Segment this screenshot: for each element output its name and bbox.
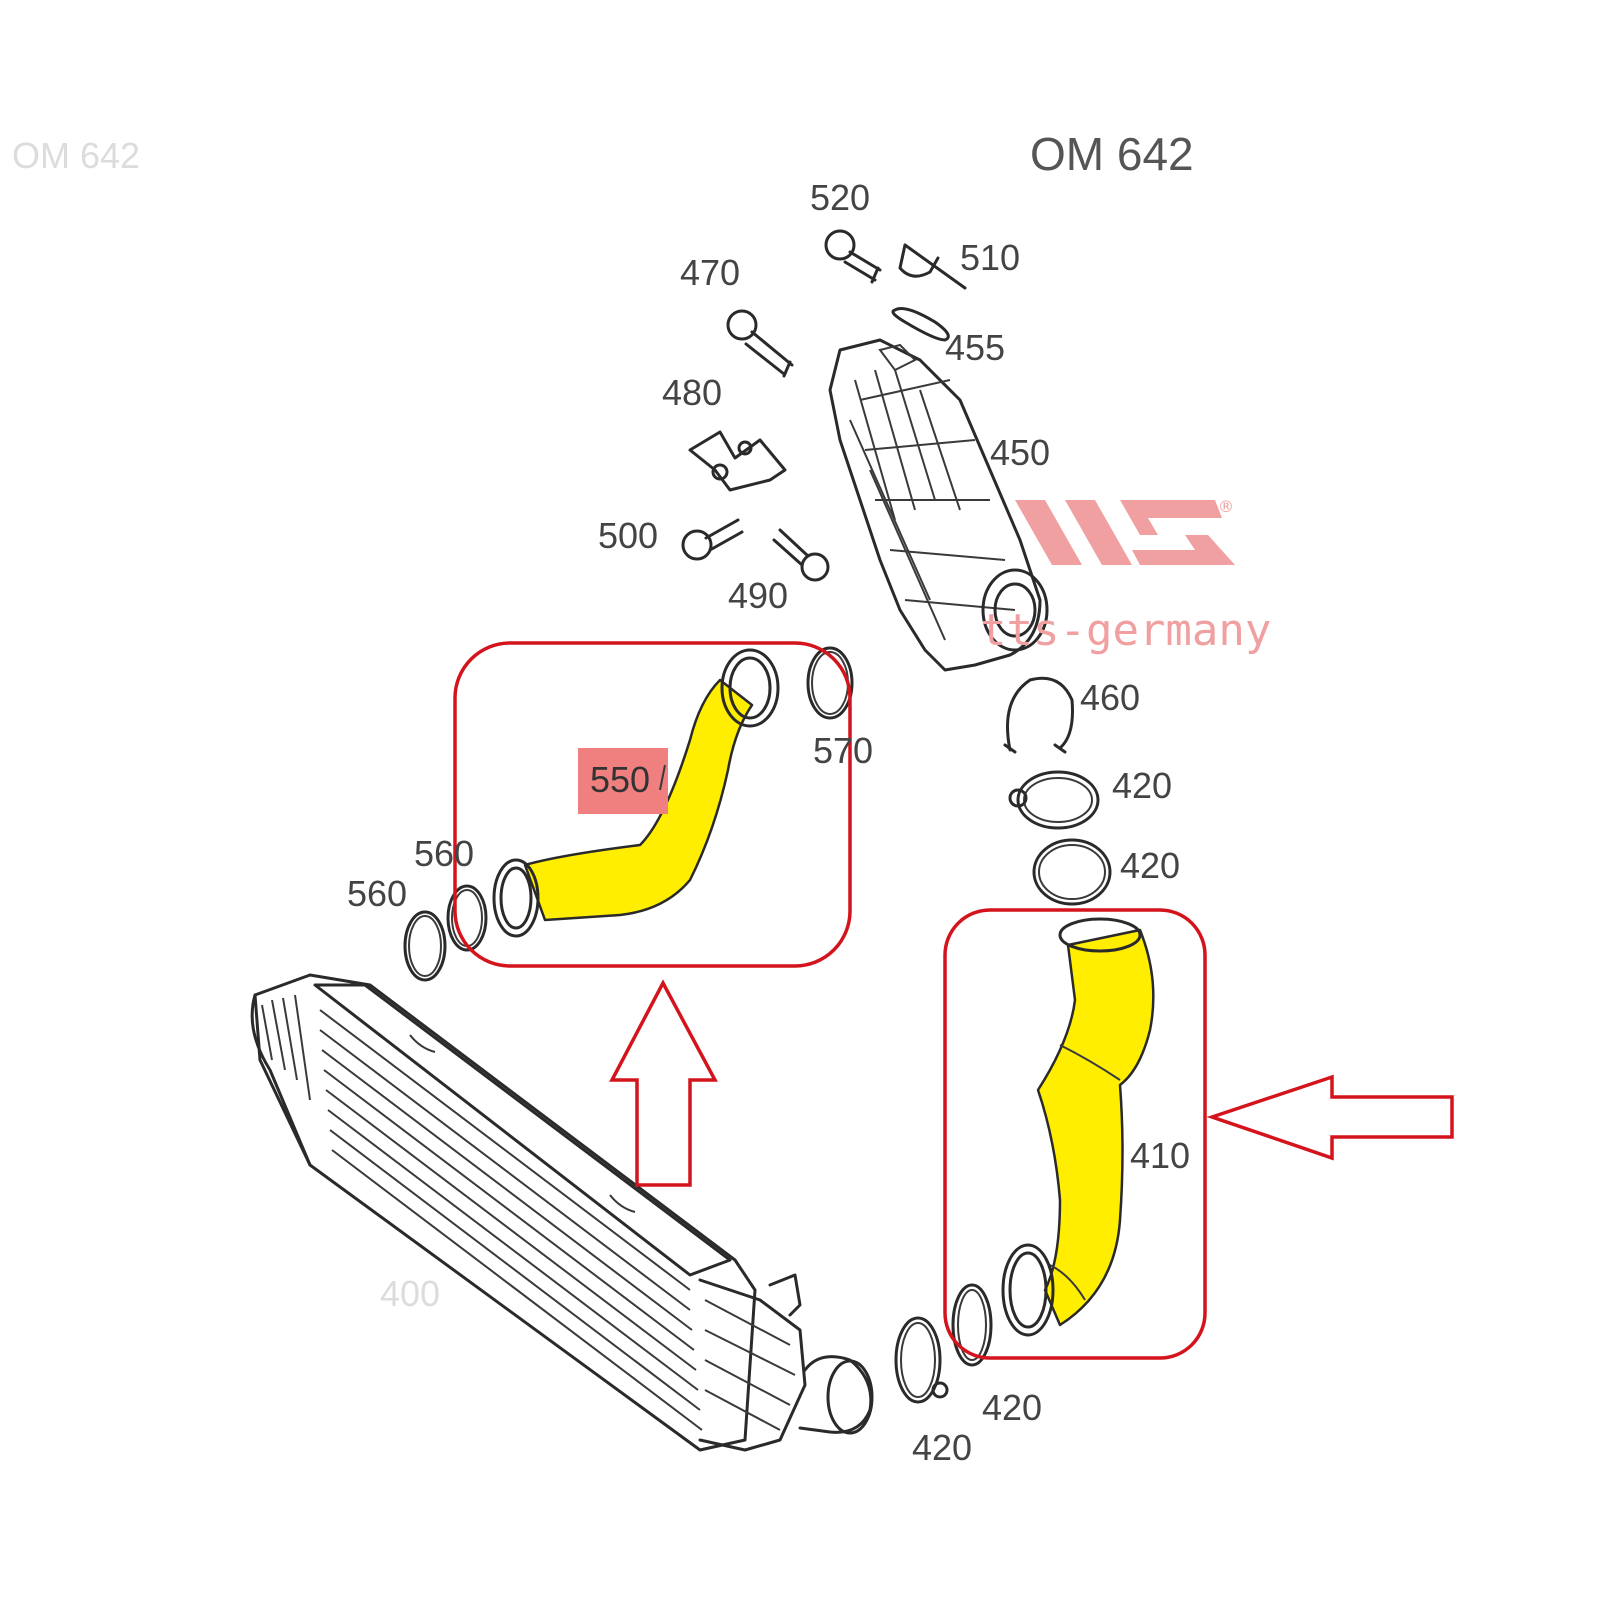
label-500: 500 <box>598 515 658 556</box>
label-420-lower-left: 420 <box>912 1427 972 1468</box>
label-480: 480 <box>662 372 722 413</box>
bolt-490-icon <box>772 528 830 582</box>
label-400: 400 <box>380 1273 440 1314</box>
label-550-highlight <box>578 748 668 814</box>
hose-550-icon <box>492 648 780 938</box>
bolt-470-icon <box>726 309 794 378</box>
hose-410-body <box>1036 928 1155 1327</box>
gasket-455-icon <box>891 307 950 342</box>
ring-560-left-icon <box>403 910 447 982</box>
registered-mark: ® <box>1218 497 1234 516</box>
label-455: 455 <box>945 327 1005 368</box>
hose-410-icon <box>1001 917 1155 1337</box>
label-510: 510 <box>960 237 1020 278</box>
ghost-engine-label: OM 642 <box>12 135 140 176</box>
brand-logo: ® <box>1015 497 1235 565</box>
ring-420-lower-right-icon <box>951 1283 993 1367</box>
highlight-frame-550 <box>453 641 852 968</box>
intercooler-400-icon <box>250 973 874 1452</box>
label-490: 490 <box>728 575 788 616</box>
label-420-upper: 420 <box>1112 765 1172 806</box>
brand-text: tts-germany <box>980 605 1271 656</box>
label-470: 470 <box>680 252 740 293</box>
label-410: 410 <box>1130 1135 1190 1176</box>
label-570: 570 <box>813 730 873 771</box>
bolt-500-icon <box>681 518 744 561</box>
clamp-420-lower-left-icon <box>894 1316 949 1404</box>
label-520: 520 <box>810 177 870 218</box>
label-420-lower-right: 420 <box>982 1387 1042 1428</box>
bracket-480-icon <box>688 430 787 492</box>
label-450: 450 <box>990 432 1050 473</box>
wire-clip-460-icon <box>1003 676 1074 754</box>
label-420-middle: 420 <box>1120 845 1180 886</box>
ring-570-icon <box>806 646 854 720</box>
arrow-left-icon <box>1206 1074 1454 1161</box>
label-560-lower: 560 <box>347 873 407 914</box>
label-550: 550 <box>590 759 650 800</box>
clamp-420-upper-icon <box>1008 770 1100 830</box>
charge-air-housing-450-icon <box>828 338 1049 672</box>
label-460: 460 <box>1080 677 1140 718</box>
clip-510-icon <box>898 243 967 290</box>
highlight-frame-410 <box>943 908 1207 1360</box>
label-560-upper: 560 <box>414 833 474 874</box>
hose-550-body <box>523 678 754 922</box>
bolt-520-icon <box>824 229 882 284</box>
ring-420-upper-icon <box>1032 838 1112 906</box>
engine-label: OM 642 <box>1030 128 1194 180</box>
arrow-up-icon <box>609 979 718 1187</box>
